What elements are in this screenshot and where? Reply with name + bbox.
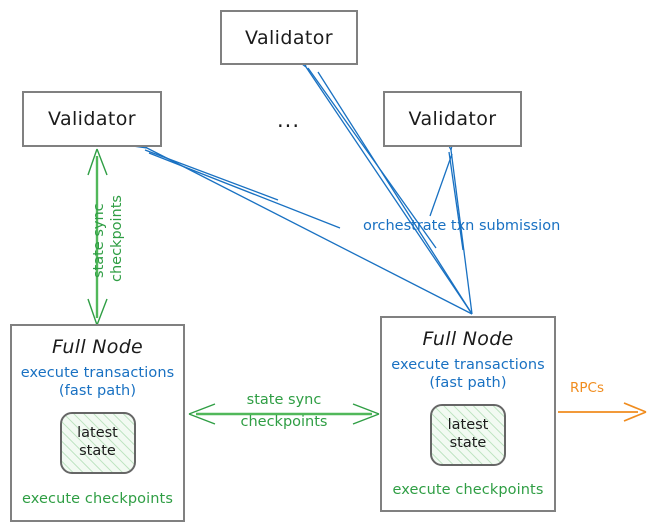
validators-ellipsis: ... <box>277 108 301 132</box>
edge-label-state-sync-vertical-line1: state sync <box>91 203 107 278</box>
validator-right-label: Validator <box>408 108 497 130</box>
fullnode-left-execute-line2: (fast path) <box>58 382 137 399</box>
validator-left-box[interactable]: Validator <box>22 91 162 147</box>
fullnode-left-state-line1: latest <box>77 425 118 442</box>
fullnode-right-execute-line2: (fast path) <box>429 374 507 391</box>
fullnode-left-execute: execute transactions (fast path) <box>21 365 175 401</box>
edge-label-state-sync-vertical-line2: checkpoints <box>109 195 125 282</box>
edge-label-state-sync-horizontal-line2: checkpoints <box>240 414 328 430</box>
fullnode-left-latest-state[interactable]: latest state <box>59 411 136 474</box>
fullnode-left-state-line2: state <box>79 442 116 459</box>
fullnode-right-box[interactable]: Full Node execute transactions (fast pat… <box>380 316 556 512</box>
fullnode-left-checkpoints: execute checkpoints <box>22 490 173 507</box>
fullnode-right-execute-line1: execute transactions <box>391 357 545 373</box>
edge-label-orchestrate: orchestrate txn submission <box>363 218 561 234</box>
fullnode-right-state-line2: state <box>449 434 487 451</box>
validator-top-label: Validator <box>245 26 333 49</box>
fullnode-right-state-line1: latest <box>447 417 489 434</box>
fullnode-left-execute-line1: execute transactions <box>20 365 175 381</box>
edge-label-state-sync-horizontal-line1: state sync <box>246 392 322 408</box>
edge-rpcs <box>558 402 647 422</box>
fullnode-left-title: Full Node <box>51 336 144 358</box>
validator-left-label: Validator <box>48 108 136 130</box>
fullnode-right-checkpoints: execute checkpoints <box>392 481 544 498</box>
fullnode-left-box[interactable]: Full Node execute transactions (fast pat… <box>10 324 185 522</box>
fullnode-right-latest-state[interactable]: latest state <box>430 403 506 466</box>
validator-right-box[interactable]: Validator <box>383 91 522 147</box>
fullnode-right-title: Full Node <box>422 328 514 350</box>
validator-top-box[interactable]: Validator <box>220 10 358 65</box>
edge-label-rpcs: RPCs <box>570 380 604 396</box>
fullnode-right-execute: execute transactions (fast path) <box>391 357 545 393</box>
